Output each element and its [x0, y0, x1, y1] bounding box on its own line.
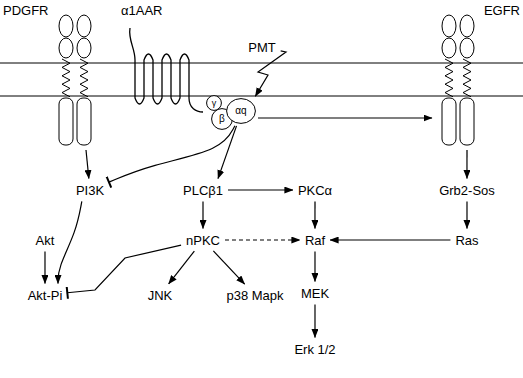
protein-node: p38 Mapk — [223, 286, 286, 305]
transmembrane-coil — [80, 59, 88, 97]
node-label: p38 Mapk — [226, 288, 283, 303]
receptor-lobe — [59, 15, 73, 37]
receptor-lobe — [77, 15, 91, 37]
rtk-shape — [2, 2, 98, 148]
signal-connector — [218, 126, 237, 179]
node-label: PI3K — [76, 183, 104, 198]
node-label: γ — [212, 99, 217, 108]
receptor-tail — [460, 98, 474, 145]
signal-connector — [213, 251, 244, 284]
signal-connector — [169, 251, 195, 284]
signal-connector — [330, 239, 450, 240]
node-label: PKCα — [298, 183, 332, 198]
transmembrane-coil — [445, 59, 453, 97]
g-protein-subunit: αq — [226, 98, 256, 124]
protein-node: Akt-Pi — [25, 286, 66, 305]
signal-connector — [86, 150, 89, 179]
protein-node: Raf — [302, 231, 328, 250]
transmembrane-coil — [62, 59, 70, 97]
receptor: EGFR — [434, 2, 521, 148]
node-label: JNK — [148, 288, 173, 303]
receptor-lobe — [442, 15, 456, 37]
receptor-lobe — [442, 38, 456, 58]
signal-connector — [228, 189, 293, 190]
protein-node: Ras — [452, 231, 481, 250]
protein-node: PI3K — [73, 181, 107, 200]
node-label: Akt — [36, 233, 55, 248]
subunit-outline — [227, 99, 256, 124]
transmembrane-coil — [463, 59, 471, 97]
signal-connector — [109, 126, 235, 182]
node-label: β — [219, 114, 225, 124]
node-label: PDGFR — [3, 3, 49, 18]
signal-connector — [466, 150, 467, 179]
signal-connector — [225, 239, 300, 240]
node-label: nPKC — [186, 233, 220, 248]
protein-node: Akt — [33, 231, 58, 250]
node-label: PLCβ1 — [183, 183, 223, 198]
protein-node: Erk 1/2 — [291, 340, 338, 359]
node-label: Akt-Pi — [28, 288, 63, 303]
receptor-lobe — [460, 38, 474, 58]
protein-node: nPKC — [183, 231, 223, 250]
node-label: Grb2-Sos — [439, 183, 495, 198]
node-label: α1AAR — [121, 3, 162, 18]
node-label: MEK — [301, 286, 329, 301]
rtk-shape — [434, 2, 521, 148]
node-label: EGFR — [484, 3, 520, 18]
signal-connector — [67, 245, 181, 293]
signal-connector — [44, 252, 45, 284]
protein-node: PMT — [245, 38, 278, 57]
receptor-tail — [77, 98, 91, 145]
node-label: Erk 1/2 — [294, 342, 335, 357]
protein-node: MEK — [298, 284, 332, 303]
protein-node: PKCα — [295, 181, 335, 200]
protein-node: JNK — [145, 286, 176, 305]
receptor-tail — [59, 98, 73, 145]
signal-connector — [314, 305, 315, 338]
node-label: αq — [235, 106, 246, 116]
signal-connector — [314, 252, 315, 282]
receptor: α1AAR — [120, 2, 200, 130]
signal-connector — [466, 202, 467, 229]
protein-node: PLCβ1 — [180, 181, 226, 200]
protein-node: Grb2-Sos — [436, 181, 498, 200]
node-label: Raf — [305, 233, 325, 248]
receptor-lobe — [460, 15, 474, 37]
signal-connector — [314, 202, 315, 229]
receptor: PDGFR — [2, 2, 98, 148]
receptor-lobe — [77, 38, 91, 58]
membrane-line — [0, 63, 523, 64]
membrane-line — [0, 96, 523, 97]
gpcr-shape — [120, 2, 200, 130]
receptor-tail — [442, 98, 456, 145]
gpcr-serpentine — [130, 28, 203, 112]
signal-connector — [255, 51, 286, 96]
signal-connector — [202, 202, 203, 229]
signal-connector — [258, 117, 432, 118]
signal-connector — [58, 201, 82, 283]
subunit-outline — [207, 96, 222, 111]
node-label: PMT — [248, 40, 275, 55]
node-label: Ras — [455, 233, 478, 248]
receptor-lobe — [59, 38, 73, 58]
